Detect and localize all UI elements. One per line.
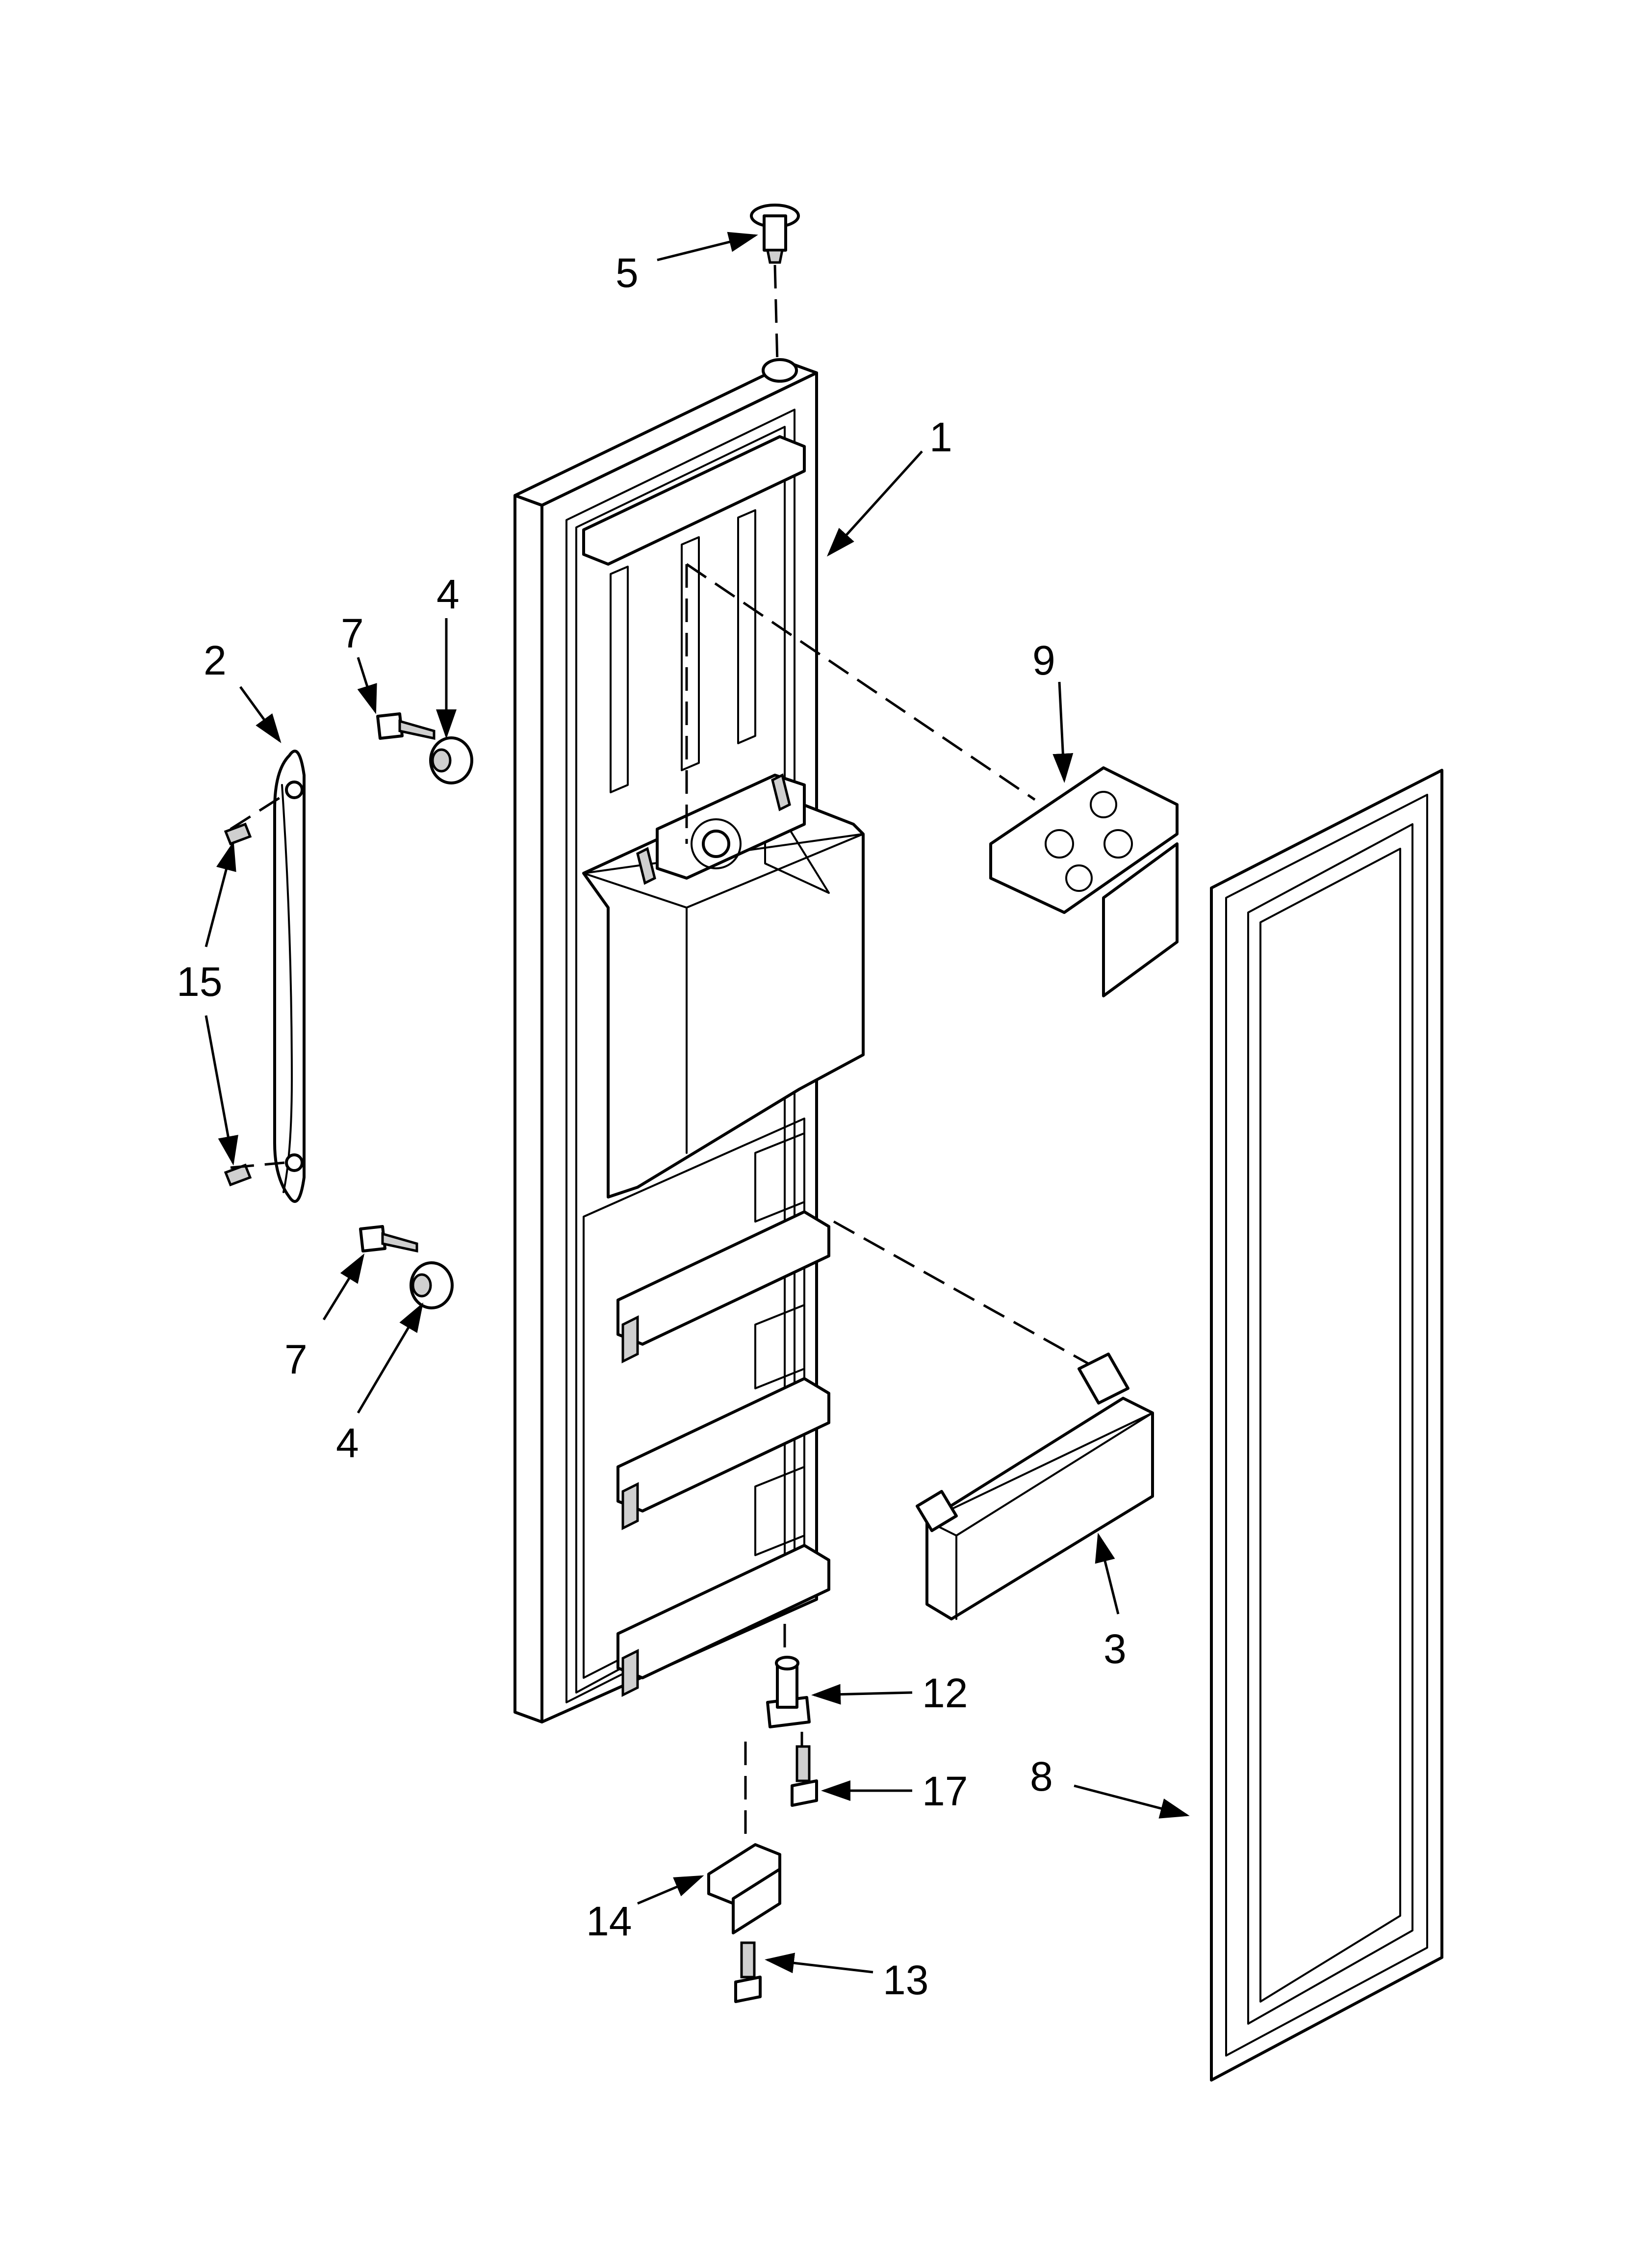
alignment-lines — [230, 264, 1090, 1845]
callout-7-bottom: 7 — [284, 1336, 308, 1382]
callout-7-top: 7 — [341, 610, 364, 656]
handle-spacer-top — [429, 736, 473, 784]
callout-13: 13 — [883, 1957, 928, 2003]
top-hinge-pin — [750, 204, 800, 264]
door-liner — [513, 358, 865, 1723]
handle-screw-bottom — [359, 1225, 418, 1253]
callout-12: 12 — [922, 1670, 968, 1716]
hinge-screw-13 — [734, 1941, 762, 2003]
callout-4-bottom: 4 — [336, 1420, 359, 1466]
callout-14: 14 — [586, 1898, 632, 1944]
callout-8: 8 — [1030, 1753, 1053, 1799]
hinge-screw-17 — [791, 1745, 818, 1807]
handle-spacer-bottom — [410, 1261, 454, 1309]
callout-1: 1 — [929, 414, 952, 460]
callout-5: 5 — [616, 250, 639, 296]
callout-leaders — [205, 232, 1190, 1974]
callout-3: 3 — [1103, 1626, 1127, 1672]
callout-17: 17 — [922, 1768, 968, 1814]
door-gasket — [1210, 769, 1443, 2082]
handle-screws — [224, 822, 252, 1187]
bracket-plate — [989, 766, 1179, 997]
bottom-hinge — [707, 1843, 781, 1934]
callout-9: 9 — [1032, 637, 1055, 683]
callout-2: 2 — [204, 637, 227, 683]
door-bin — [916, 1353, 1154, 1620]
callout-15: 15 — [177, 959, 222, 1005]
callout-labels: 5 1 9 2 7 4 15 7 4 3 12 17 8 14 13 — [177, 250, 1127, 2003]
callout-4-top: 4 — [436, 571, 460, 617]
handle-screw-top — [376, 712, 436, 740]
bottom-hinge-pin — [766, 1656, 811, 1728]
door-handle — [273, 750, 306, 1203]
